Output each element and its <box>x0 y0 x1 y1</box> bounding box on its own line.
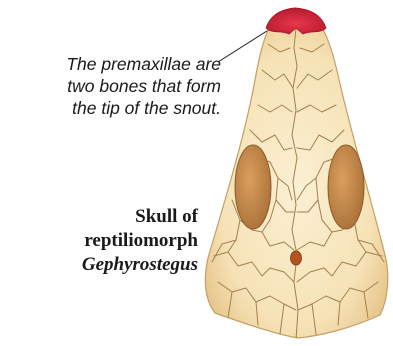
premaxillae-annotation: The premaxillae are two bones that form … <box>6 53 221 119</box>
figure-caption: Skull of reptiliomorph Gephyrostegus <box>0 205 198 277</box>
caption-genus: Gephyrostegus <box>0 253 198 277</box>
annotation-line-3: the tip of the snout. <box>6 97 221 119</box>
caption-line-2: reptiliomorph <box>0 229 198 253</box>
caption-line-1: Skull of <box>0 205 198 229</box>
left-orbit <box>235 145 271 229</box>
right-orbit <box>328 145 364 229</box>
pineal-foramen <box>291 251 302 265</box>
annotation-line-2: two bones that form <box>6 75 221 97</box>
annotation-line-1: The premaxillae are <box>6 53 221 75</box>
